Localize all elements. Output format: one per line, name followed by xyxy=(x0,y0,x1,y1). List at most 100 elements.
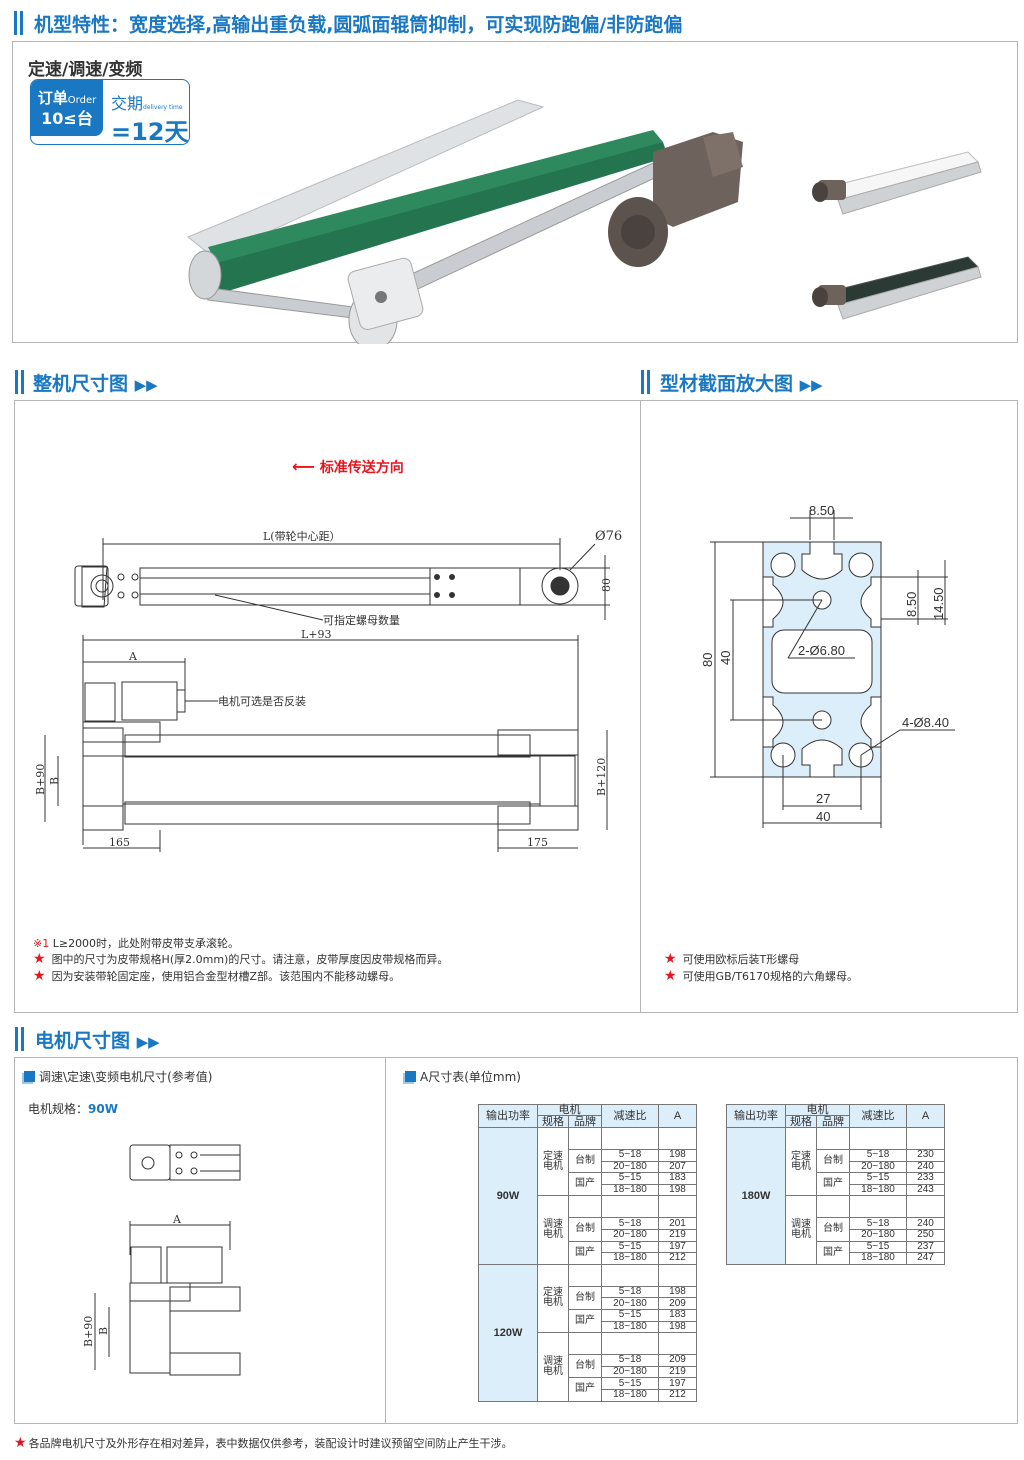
section-title-motor: 电机尺寸图 ▶▶ xyxy=(35,1030,160,1052)
ratio-cell: 5~18 xyxy=(849,1217,907,1230)
header-a: A xyxy=(658,1104,697,1128)
dim-B90: B+90 xyxy=(34,764,47,795)
a-table-title: A尺寸表(单位mm) xyxy=(405,1068,521,1085)
dim-slot: 8.50 xyxy=(904,592,919,617)
a-value-cell: 230 xyxy=(906,1149,945,1162)
ratio-cell: 5~15 xyxy=(849,1172,907,1185)
a-value-cell: 198 xyxy=(658,1285,697,1299)
section-title-profile: 型材截面放大图 ▶▶ xyxy=(660,373,823,395)
header-brand: 品牌 xyxy=(568,1115,602,1128)
dim-hole4: 4-Ø8.40 xyxy=(902,715,949,730)
dim-L93: L+93 xyxy=(301,628,332,641)
table-cell xyxy=(849,1195,907,1219)
ratio-cell: 20~180 xyxy=(601,1365,659,1379)
brand-cell: 国产 xyxy=(568,1240,602,1265)
motor-type-cell: 定速电机 xyxy=(785,1126,817,1197)
table-cell xyxy=(568,1127,602,1150)
a-value-cell: 197 xyxy=(658,1240,697,1254)
page-title: 机型特性：宽度选择,高输出重负载,圆弧面辊筒抑制，可实现防跑偏/非防跑偏 xyxy=(34,14,683,36)
brand-cell: 国产 xyxy=(568,1308,602,1334)
brand-cell: 国产 xyxy=(816,1240,850,1265)
overall-note: ※1 L≥2000时，此处附带皮带支承滚轮。 xyxy=(33,937,240,950)
a-value-cell: 183 xyxy=(658,1172,697,1185)
dim-hole2: 2-Ø6.80 xyxy=(798,643,845,658)
dim-depth: 14.50 xyxy=(931,587,946,620)
header-spec: 规格 xyxy=(537,1115,569,1128)
dim-80: 80 xyxy=(700,653,715,667)
title-bars xyxy=(14,11,23,35)
delivery-value: =12天 xyxy=(111,118,189,145)
brand-cell: 台制 xyxy=(816,1217,850,1242)
table-cell xyxy=(849,1127,907,1150)
direction-label: ⟵ 标准传送方向 xyxy=(292,457,404,476)
profile-drawing: 8.50 80 40 8.50 14.50 2-Ø6.80 4-Ø8.40 27… xyxy=(700,503,955,828)
brand-cell: 国产 xyxy=(816,1172,850,1197)
a-value-cell: 240 xyxy=(906,1160,945,1174)
conveyor-images xyxy=(187,99,982,344)
a-value-cell: 212 xyxy=(658,1252,697,1265)
dim-A: A xyxy=(128,650,138,663)
a-value-cell: 233 xyxy=(906,1172,945,1185)
motor-panel xyxy=(14,1057,1018,1424)
ratio-cell: 5~18 xyxy=(849,1149,907,1162)
ratio-cell: 20~180 xyxy=(849,1228,907,1242)
motor-drawing: A B+90 B xyxy=(82,1144,241,1376)
profile-note: ★可使用欧标后装T形螺母 xyxy=(664,951,800,967)
dimension-panel xyxy=(14,400,1018,1013)
table-row: 调速电机 xyxy=(479,1195,697,1265)
a-value-cell: 198 xyxy=(658,1320,697,1334)
dim-B: B xyxy=(48,777,61,785)
ratio-cell: 18~180 xyxy=(601,1183,659,1197)
header-power: 输出功率 xyxy=(478,1104,538,1128)
table-row: 调速电机 xyxy=(727,1195,945,1265)
ratio-cell: 5~15 xyxy=(601,1172,659,1185)
ratio-cell: 5~18 xyxy=(601,1285,659,1299)
motor-type-cell: 调速电机 xyxy=(785,1195,817,1265)
a-value-cell: 207 xyxy=(658,1160,697,1174)
main-conveyor-image xyxy=(187,99,743,344)
a-value-cell: 209 xyxy=(658,1297,697,1310)
power-cell: 180W xyxy=(726,1127,786,1265)
section-title-overall: 整机尺寸图 ▶▶ xyxy=(33,373,158,395)
ratio-cell: 20~180 xyxy=(601,1160,659,1174)
dim-40w: 40 xyxy=(816,809,830,824)
ratio-cell: 5~15 xyxy=(601,1240,659,1254)
table-cell xyxy=(601,1127,659,1150)
header-a: A xyxy=(906,1104,945,1128)
ratio-cell: 18~180 xyxy=(601,1388,659,1402)
a-value-cell: 237 xyxy=(906,1240,945,1254)
motor-type-cell: 调速电机 xyxy=(537,1332,569,1402)
motor-type-cell: 调速电机 xyxy=(537,1195,569,1265)
ratio-cell: 18~180 xyxy=(601,1252,659,1265)
ratio-cell: 20~180 xyxy=(849,1160,907,1174)
header-motor: 电机 xyxy=(537,1104,602,1116)
header-ratio: 减速比 xyxy=(601,1104,659,1128)
ratio-cell: 18~180 xyxy=(849,1252,907,1265)
dim-27: 27 xyxy=(816,791,830,806)
product-panel: 定速/调速/变频 订单Order 10≤台 交期delivery time =1… xyxy=(12,41,1018,344)
ratio-cell: 5~18 xyxy=(601,1217,659,1230)
table-cell xyxy=(658,1195,697,1219)
a-value-cell: 250 xyxy=(906,1228,945,1242)
a-value-cell: 243 xyxy=(906,1183,945,1197)
a-value-cell: 247 xyxy=(906,1252,945,1265)
divider xyxy=(385,1057,386,1424)
power-cell: 90W xyxy=(478,1127,538,1265)
table-cell xyxy=(658,1263,697,1287)
a-value-cell: 219 xyxy=(658,1228,697,1242)
dim-B120: B+120 xyxy=(595,758,608,796)
ratio-cell: 18~180 xyxy=(601,1320,659,1334)
dim-80: 80 xyxy=(600,578,613,592)
a-value-cell: 219 xyxy=(658,1365,697,1379)
table-cell xyxy=(601,1332,659,1356)
header-ratio: 减速比 xyxy=(849,1104,907,1128)
delivery-en: delivery time xyxy=(143,104,183,111)
profile-note: ★可使用GB/T6170规格的六角螺母。 xyxy=(664,968,859,984)
